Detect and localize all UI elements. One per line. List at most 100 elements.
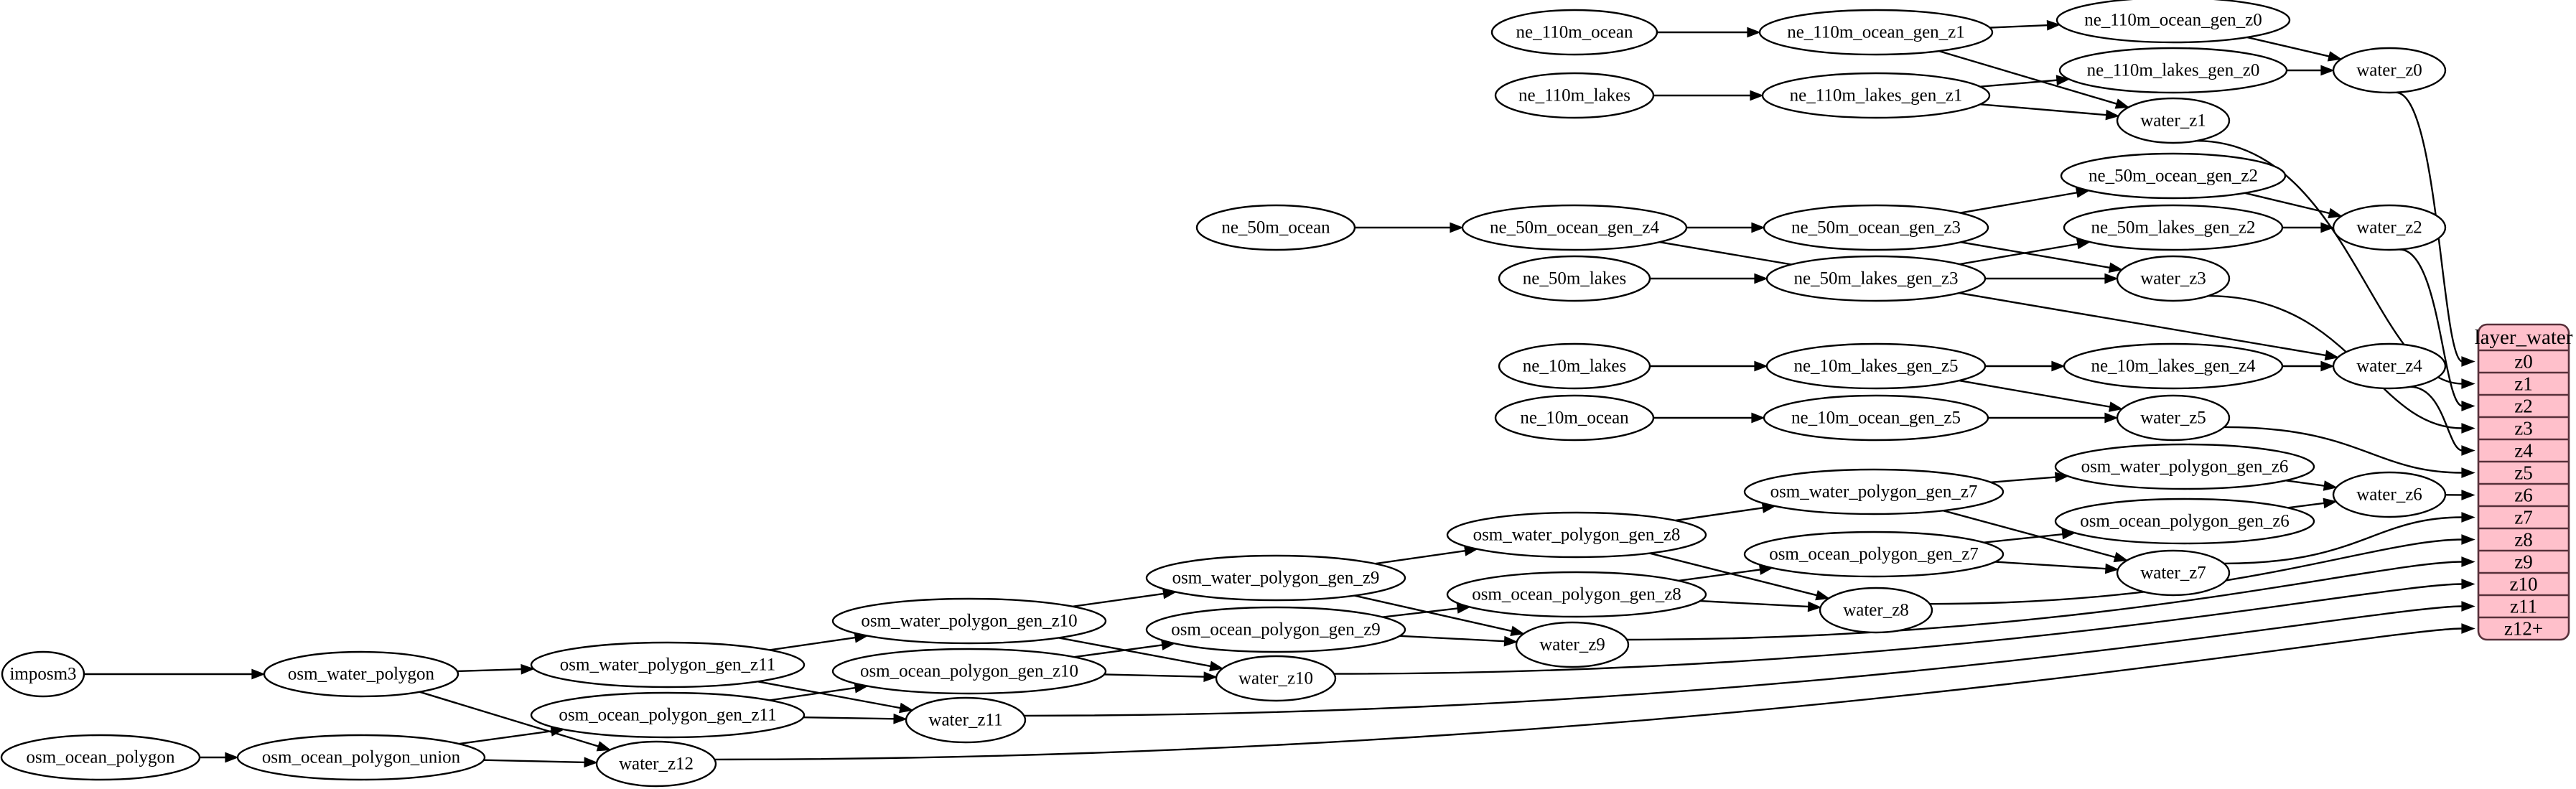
node-ne_10m_lakes_gen_z5[interactable]: ne_10m_lakes_gen_z5 [1765,342,1987,390]
layer-water-table[interactable]: layer_waterz0z1z2z3z4z5z6z7z8z9z10z11z12… [2475,323,2573,641]
layer-water-row-z0[interactable]: z0 [2514,351,2532,373]
node-water_z12[interactable]: water_z12 [595,740,717,788]
edge-arrowhead [1754,273,1768,284]
node-osm_water_polygon_gen_z10[interactable]: osm_water_polygon_gen_z10 [831,597,1107,645]
edge-water_z11-to-layer-z11 [1024,605,2463,717]
node-label-water_z1: water_z1 [2140,111,2206,131]
edge-ne_50m_ocean_gen_z3-to-water_z3 [1960,241,2111,269]
edge-osm_ocean_polygon_gen_z9-to-water_z9 [1399,635,1506,643]
layer-water-row-label-z12+: z12+ [2504,618,2543,640]
edge-osm_ocean_polygon_union-to-osm_ocean_polygon_gen_z11 [459,729,554,745]
node-shape-osm_water_polygon_gen_z7 [1743,468,2005,515]
node-water_z3[interactable]: water_z3 [2116,255,2231,302]
edge-arrowhead [2461,378,2475,389]
layer-water-row-z2[interactable]: z2 [2514,396,2532,417]
node-label-ne_50m_ocean: ne_50m_ocean [1221,218,1330,238]
node-shape-osm_ocean_polygon_gen_z7 [1743,531,2005,578]
node-osm_water_polygon_gen_z7[interactable]: osm_water_polygon_gen_z7 [1743,468,2005,515]
edge-arrowhead [2461,467,2475,478]
layer-water-row-z7[interactable]: z7 [2514,507,2532,528]
node-ne_50m_ocean[interactable]: ne_50m_ocean [1195,204,1356,251]
node-osm_ocean_polygon_gen_z6[interactable]: osm_ocean_polygon_gen_z6 [2054,498,2315,545]
node-water_z0[interactable]: water_z0 [2332,47,2447,94]
layer-water-row-z12+[interactable]: z12+ [2504,618,2543,640]
node-ne_110m_lakes[interactable]: ne_110m_lakes [1494,72,1655,119]
node-ne_110m_ocean_gen_z0[interactable]: ne_110m_ocean_gen_z0 [2055,0,2291,44]
edge-arrowhead [2461,512,2475,523]
node-water_z9[interactable]: water_z9 [1515,621,1630,668]
node-ne_10m_ocean_gen_z5[interactable]: ne_10m_ocean_gen_z5 [1763,394,1989,442]
node-ne_110m_lakes_gen_z0[interactable]: ne_110m_lakes_gen_z0 [2058,47,2288,94]
edge-ne_50m_ocean_gen_z2-to-water_z2 [2244,192,2331,215]
node-ne_50m_ocean_gen_z3[interactable]: ne_50m_ocean_gen_z3 [1763,204,1989,251]
node-shape-ne_50m_ocean [1195,204,1356,251]
node-water_z4[interactable]: water_z4 [2332,342,2447,390]
node-ne_110m_lakes_gen_z1[interactable]: ne_110m_lakes_gen_z1 [1761,72,1991,119]
edge-osm_water_polygon-to-osm_water_polygon_gen_z11 [457,668,523,673]
node-label-osm_ocean_polygon: osm_ocean_polygon [27,748,175,767]
node-shape-ne_110m_ocean_gen_z1 [1758,9,1994,56]
edge-arrowhead [596,741,612,752]
layer-water-row-z5[interactable]: z5 [2514,462,2532,484]
edge-arrowhead [2461,556,2475,567]
node-ne_10m_lakes_gen_z4[interactable]: ne_10m_lakes_gen_z4 [2063,342,2284,390]
edge-arrowhead [2055,75,2071,86]
node-osm_water_polygon_gen_z11[interactable]: osm_water_polygon_gen_z11 [530,641,806,688]
node-water_z5[interactable]: water_z5 [2116,394,2231,442]
node-osm_ocean_polygon_gen_z10[interactable]: osm_ocean_polygon_gen_z10 [831,648,1107,695]
layer-water-row-z4[interactable]: z4 [2514,440,2533,462]
node-osm_water_polygon[interactable]: osm_water_polygon [263,650,459,698]
node-osm_ocean_polygon_gen_z7[interactable]: osm_ocean_polygon_gen_z7 [1743,531,2005,578]
node-ne_50m_ocean_gen_z2[interactable]: ne_50m_ocean_gen_z2 [2060,152,2287,200]
node-water_z10[interactable]: water_z10 [1215,655,1337,702]
node-ne_110m_ocean_gen_z1[interactable]: ne_110m_ocean_gen_z1 [1758,9,1994,56]
edge-osm_water_polygon_gen_z11-to-osm_water_polygon_gen_z10 [769,636,857,651]
edge-osm_water_polygon_gen_z11-to-water_z11 [757,681,902,709]
edge-arrowhead [2323,498,2338,509]
node-ne_110m_ocean[interactable]: ne_110m_ocean [1490,9,1658,56]
node-shape-ne_110m_ocean_gen_z0 [2055,0,2291,44]
node-ne_50m_lakes[interactable]: ne_50m_lakes [1498,255,1651,302]
layer-water-row-z10[interactable]: z10 [2510,574,2538,595]
layer-water-row-z3[interactable]: z3 [2514,418,2532,439]
layer-water-row-z1[interactable]: z1 [2514,373,2532,395]
node-imposm3[interactable]: imposm3 [1,650,85,698]
node-label-osm_water_polygon_gen_z9: osm_water_polygon_gen_z9 [1172,569,1380,588]
node-label-ne_50m_ocean_gen_z2: ne_50m_ocean_gen_z2 [2089,167,2258,186]
node-label-ne_10m_lakes_gen_z4: ne_10m_lakes_gen_z4 [2091,357,2256,376]
node-water_z6[interactable]: water_z6 [2332,471,2447,518]
node-osm_ocean_polygon_gen_z9[interactable]: osm_ocean_polygon_gen_z9 [1145,606,1406,653]
node-water_z7[interactable]: water_z7 [2116,549,2231,597]
edge-osm_water_polygon_gen_z7-to-water_z7 [1943,510,2117,559]
node-osm_ocean_polygon_gen_z8[interactable]: osm_ocean_polygon_gen_z8 [1446,571,1707,618]
node-osm_ocean_polygon_gen_z11[interactable]: osm_ocean_polygon_gen_z11 [530,691,806,739]
node-shape-water_z0 [2332,47,2447,94]
layer-water-row-z9[interactable]: z9 [2514,551,2532,573]
node-ne_10m_lakes[interactable]: ne_10m_lakes [1498,342,1651,390]
layer-water-row-z8[interactable]: z8 [2514,529,2532,551]
node-water_z11[interactable]: water_z11 [905,696,1027,744]
node-label-water_z3: water_z3 [2140,269,2206,289]
edge-arrowhead [584,757,598,768]
node-shape-water_z11 [905,696,1027,744]
node-osm_water_polygon_gen_z6[interactable]: osm_water_polygon_gen_z6 [2054,443,2315,490]
node-ne_50m_lakes_gen_z3[interactable]: ne_50m_lakes_gen_z3 [1765,255,1987,302]
node-osm_water_polygon_gen_z8[interactable]: osm_water_polygon_gen_z8 [1446,511,1707,559]
node-ne_10m_ocean[interactable]: ne_10m_ocean [1494,394,1655,442]
node-osm_water_polygon_gen_z9[interactable]: osm_water_polygon_gen_z9 [1145,554,1406,602]
edge-water_z7-to-layer-z7 [2223,516,2463,565]
node-label-water_z6: water_z6 [2356,485,2422,505]
edge-arrowhead [2320,360,2335,372]
node-ne_50m_lakes_gen_z2[interactable]: ne_50m_lakes_gen_z2 [2063,204,2284,251]
edge-arrowhead [1747,27,1761,38]
node-water_z1[interactable]: water_z1 [2116,97,2231,144]
node-ne_50m_ocean_gen_z4[interactable]: ne_50m_ocean_gen_z4 [1461,204,1688,251]
node-osm_ocean_polygon_union[interactable]: osm_ocean_polygon_union [236,734,486,781]
node-water_z8[interactable]: water_z8 [1819,587,1933,634]
layer-water-row-z6[interactable]: z6 [2514,485,2532,506]
edge-arrowhead [2461,423,2475,434]
layer-water-row-z11[interactable]: z11 [2510,596,2537,617]
edge-arrowhead [225,752,239,763]
node-osm_ocean_polygon[interactable]: osm_ocean_polygon [0,734,201,781]
node-water_z2[interactable]: water_z2 [2332,204,2447,251]
